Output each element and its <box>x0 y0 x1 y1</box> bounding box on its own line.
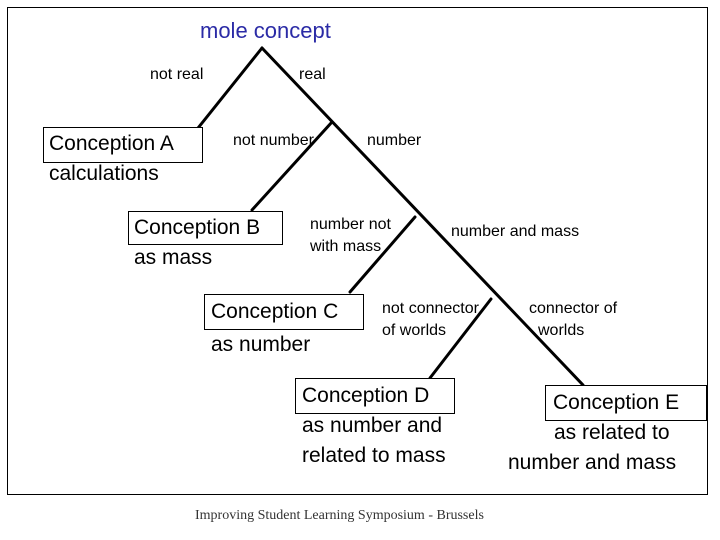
branch-label-real: real <box>299 66 326 83</box>
conception-e-line3: number and mass <box>508 451 677 474</box>
branch-label-connector-line2: worlds <box>538 322 585 339</box>
slide-frame <box>7 7 708 495</box>
edge-root-real <box>260 46 585 387</box>
branch-label-number-not-line1: number not <box>310 216 391 233</box>
conception-e-box <box>545 385 707 421</box>
conception-c-box <box>204 294 364 330</box>
branch-label-number-and-mass: number and mass <box>451 223 580 240</box>
conception-b-title: Conception B <box>134 216 261 239</box>
conception-d-box <box>295 378 455 414</box>
branch-label-not-connector-line2: of worlds <box>382 322 447 339</box>
edge-root-not-real <box>196 46 264 130</box>
branch-label-connector-line1: connector of <box>529 300 618 317</box>
branch-label-not-real: not real <box>150 66 204 83</box>
conception-a-title: Conception A <box>49 132 174 155</box>
footer-text: Improving Student Learning Symposium - B… <box>195 508 484 523</box>
edge-not-connector <box>428 297 493 380</box>
branch-label-number: number <box>367 132 422 149</box>
conception-a-subtitle: calculations <box>49 162 159 185</box>
branch-label-not-connector-line1: not connector <box>382 300 479 317</box>
branch-label-number-not-line2: with mass <box>310 238 382 255</box>
conception-b-box <box>128 211 283 245</box>
edge-real-not-number <box>250 120 334 212</box>
conception-d-line2: as number and <box>302 414 443 437</box>
conception-a-box <box>43 127 203 163</box>
conception-b-subtitle: as mass <box>134 246 213 269</box>
conception-e-line2: as related to <box>554 421 670 444</box>
branch-label-not-number: not number <box>233 132 314 149</box>
conception-d-title: Conception D <box>302 384 430 407</box>
conception-e-title: Conception E <box>553 391 680 414</box>
edge-number-not-with-mass <box>348 215 417 294</box>
conception-c-title: Conception C <box>211 300 339 323</box>
conception-c-subtitle: as number <box>211 333 311 356</box>
diagram-title: mole concept <box>200 18 331 43</box>
conception-d-line3: related to mass <box>302 444 446 467</box>
